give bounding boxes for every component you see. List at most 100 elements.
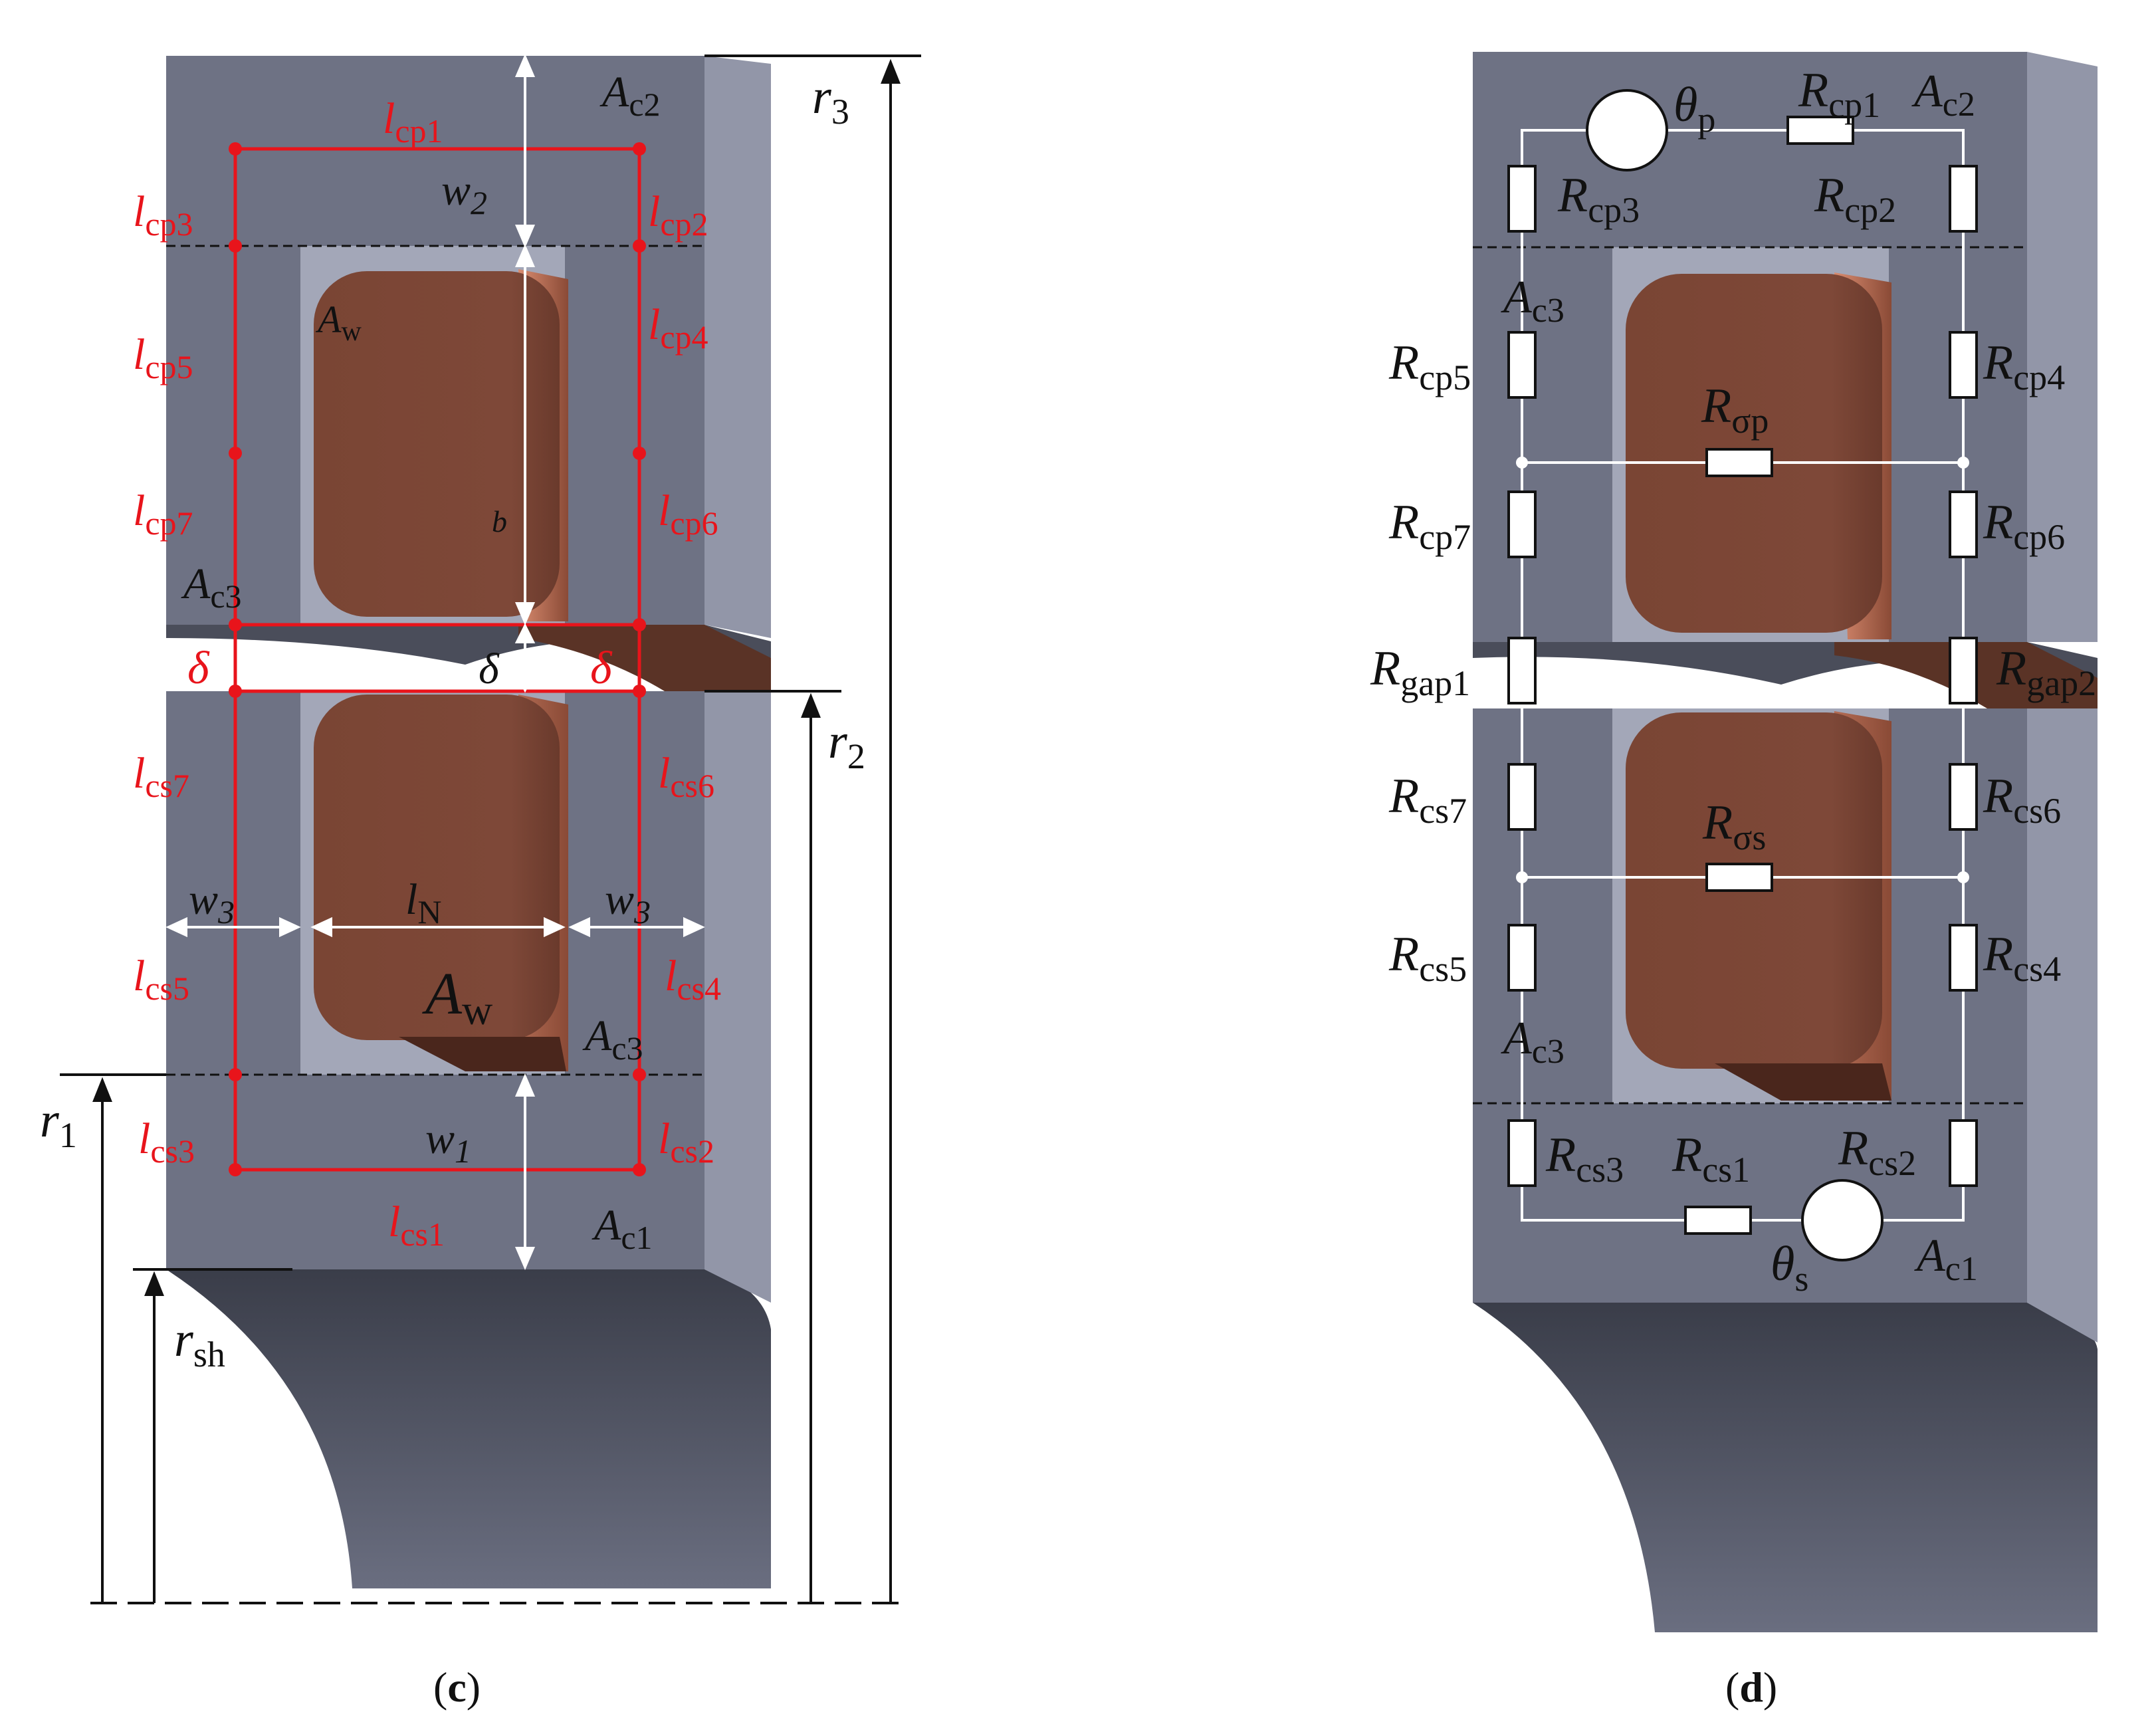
label-lcs4: lcs4	[665, 952, 721, 1007]
label-Rcs1: Rcs1	[1671, 1128, 1750, 1190]
label-lcp7: lcp7	[133, 486, 193, 542]
label-lN: lN	[405, 875, 441, 930]
resistor-gap1	[1507, 637, 1537, 704]
panel-d: θp θs Rcp1 Rcp3 Rcp2 Rcp5 Rcp4 Rσp Rcp7 …	[1370, 52, 2098, 1711]
label-r2: r2	[828, 714, 865, 776]
resistor-cs5	[1507, 924, 1537, 992]
resistor-gap2	[1949, 637, 1978, 704]
label-lcs2: lcs2	[658, 1115, 714, 1170]
label-w2: w2	[441, 166, 487, 221]
label-lcs7: lcs7	[133, 749, 189, 804]
label-lcs3: lcs3	[138, 1115, 195, 1170]
white-dimensions-c	[165, 53, 705, 1271]
resistor-cs2	[1949, 1119, 1978, 1187]
caption-c: (c)	[433, 1664, 481, 1711]
core-upper-c	[166, 56, 704, 625]
resistor-cp1	[1786, 116, 1854, 145]
resistor-cs3	[1507, 1119, 1537, 1187]
label-delta-right: δ	[590, 643, 613, 694]
label-Rcp6: Rcp6	[1983, 495, 2065, 557]
label-Ac1-d: Ac1	[1914, 1230, 1978, 1288]
label-Rcp5: Rcp5	[1388, 336, 1471, 397]
label-Rcs5: Rcs5	[1388, 927, 1467, 989]
label-Ac3-d-lower: Ac3	[1501, 1013, 1564, 1071]
label-Ac1-c: Ac1	[592, 1201, 653, 1256]
red-flux-path-c	[233, 147, 641, 1172]
label-lcp3: lcp3	[133, 187, 193, 243]
pole-shoe-coil-c	[518, 625, 771, 691]
circuit-nodes-d	[1516, 457, 1969, 883]
winding-upper-c	[314, 271, 560, 617]
resistor-cs7	[1507, 763, 1537, 831]
resistor-cp2	[1949, 165, 1978, 233]
label-lcp1: lcp1	[383, 94, 443, 150]
red-nodes-c	[229, 142, 646, 1176]
source-theta-p	[1586, 89, 1668, 171]
label-theta-p: θp	[1673, 78, 1715, 140]
label-Ac2-c: Ac2	[599, 68, 661, 123]
label-Ac3-c-upper: Ac3	[181, 560, 242, 615]
label-Ac2-d: Ac2	[1911, 66, 1975, 124]
resistor-sigma-s	[1705, 863, 1773, 892]
core-upper-d	[1473, 52, 2027, 642]
label-Rgap2: Rgap2	[1996, 641, 2096, 703]
label-Rcs6: Rcs6	[1983, 769, 2061, 831]
label-Rgap1: Rgap1	[1370, 641, 1470, 703]
label-Ac3-d-upper: Ac3	[1501, 272, 1564, 330]
label-Rcs7: Rcs7	[1388, 769, 1467, 831]
label-r3: r3	[812, 70, 849, 132]
resistor-cs4	[1949, 924, 1978, 992]
core-side-upper-c	[704, 56, 771, 691]
label-Rcp7: Rcp7	[1388, 495, 1471, 557]
label-delta-middle: δ	[479, 645, 500, 693]
label-lcp4: lcp4	[648, 300, 708, 356]
radius-dimensions-c	[60, 54, 921, 1604]
resistor-cp6	[1949, 490, 1978, 558]
label-lcp5: lcp5	[133, 330, 193, 385]
source-theta-s	[1801, 1179, 1884, 1261]
label-Ac3-c-lower: Ac3	[582, 1012, 643, 1067]
label-rsh: rsh	[174, 1313, 225, 1374]
label-w3-right: w3	[605, 875, 651, 930]
resistor-cp7	[1507, 490, 1537, 558]
label-lcs5: lcs5	[133, 952, 189, 1007]
label-R-sigma-p: Rσp	[1701, 379, 1769, 441]
resistors-d	[1507, 116, 1978, 1235]
winding-lower-c	[314, 695, 560, 1040]
label-w3-left: w3	[189, 875, 235, 930]
panel-c: lcp1 lcp3 lcp2 lcp5 lcp4 lcp7 lcp6 δ δ l…	[40, 53, 921, 1711]
core-side-lower-c	[704, 691, 771, 1303]
resistor-cp3	[1507, 165, 1537, 233]
label-delta-left: δ	[187, 643, 210, 694]
resistor-cs1	[1684, 1206, 1752, 1235]
resistor-cs6	[1949, 763, 1978, 831]
label-Rcp1: Rcp1	[1798, 63, 1880, 125]
label-lcs6: lcs6	[658, 749, 714, 804]
label-lcs1: lcs1	[388, 1198, 445, 1253]
resistor-sigma-p	[1705, 448, 1773, 477]
label-lcp2: lcp2	[648, 187, 708, 243]
label-R-sigma-s: Rσs	[1702, 796, 1766, 857]
label-Rcs4: Rcs4	[1983, 927, 2061, 989]
label-theta-s: θs	[1771, 1237, 1808, 1299]
label-Rcs2: Rcs2	[1838, 1121, 1916, 1183]
label-r1: r1	[40, 1093, 77, 1155]
label-Aw-upper: Aw	[315, 298, 362, 347]
label-Rcp4: Rcp4	[1983, 336, 2065, 397]
label-Rcs3: Rcs3	[1545, 1128, 1624, 1190]
label-w1: w1	[425, 1115, 471, 1170]
caption-d: (d)	[1725, 1664, 1777, 1711]
shaft-c	[166, 1269, 771, 1588]
winding-lower-bottom-c	[399, 1037, 566, 1071]
label-b: b	[492, 504, 507, 538]
label-Rcp3: Rcp3	[1557, 168, 1640, 230]
shaft-d	[1473, 1303, 2098, 1632]
label-lcp6: lcp6	[658, 486, 718, 542]
resistor-cp4	[1949, 331, 1978, 399]
resistor-cp5	[1507, 331, 1537, 399]
core-lower-d	[1473, 708, 2027, 1303]
core-lower-c	[166, 691, 704, 1269]
label-Rcp2: Rcp2	[1814, 168, 1896, 230]
winding-lower-bottom-d	[1715, 1063, 1891, 1101]
